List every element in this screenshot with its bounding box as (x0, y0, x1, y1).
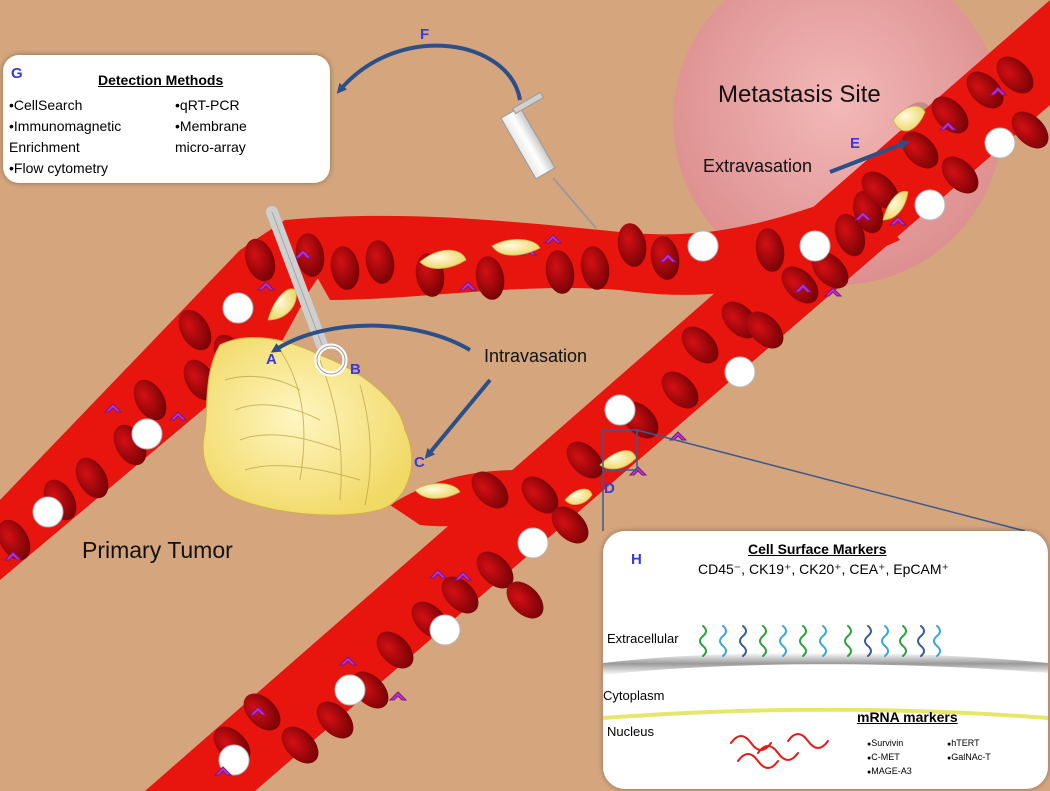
nucleus-label: Nucleus (607, 724, 654, 739)
mrna-item: GalNAc-T (947, 751, 991, 765)
method-item: qRT-PCR (175, 95, 247, 116)
arrow-a (270, 323, 472, 353)
zoom-indicator (602, 429, 1026, 532)
mrna-item: Survivin (867, 737, 912, 751)
mrna-item: MAGE-A3 (867, 765, 912, 779)
mrna-list-1: Survivin C-MET MAGE-A3 (867, 737, 912, 779)
syringe (500, 91, 597, 229)
cell-surface-markers-list: CD45⁻, CK19⁺, CK20⁺, CEA⁺, EpCAM⁺ (698, 561, 949, 577)
mrna-list-2: hTERT GalNAc-T (947, 737, 991, 765)
arrow-f (336, 43, 522, 101)
detection-methods-list-2: qRT-PCR Membrane (175, 95, 247, 137)
white-blood-cells (32, 127, 1016, 776)
letter-c: C (414, 454, 425, 471)
method-item: Flow cytometry (9, 158, 108, 179)
mrna-item: C-MET (867, 751, 912, 765)
purple-markers (3, 86, 1008, 776)
cytoplasm-label: Cytoplasm (603, 688, 665, 703)
detection-methods-list-1: CellSearch Immunomagnetic (9, 95, 121, 137)
extracellular-label: Extracellular (607, 631, 679, 646)
arrow-e (829, 140, 910, 174)
letter-d: D (604, 480, 615, 497)
sampling-probe (266, 206, 348, 377)
letter-b: B (350, 361, 361, 378)
letter-e: E (850, 135, 861, 152)
letter-f: F (420, 26, 430, 43)
detection-methods-title: Detection Methods (98, 72, 224, 88)
arrow-c (424, 378, 492, 459)
method-item: Membrane (175, 116, 247, 137)
primary-tumor-mass (202, 336, 413, 516)
method-item: CellSearch (9, 95, 121, 116)
method-item-cont: micro-array (175, 139, 246, 155)
circulating-tumor-cells (267, 105, 926, 505)
primary-tumor-label: Primary Tumor (82, 537, 233, 563)
mrna-markers-title: mRNA markers (857, 709, 958, 725)
method-item: Immunomagnetic (9, 116, 121, 137)
mrna-item: hTERT (947, 737, 991, 751)
detection-methods-panel: G Detection Methods CellSearch Immunomag… (3, 55, 330, 183)
letter-h: H (631, 551, 642, 568)
metastasis-site-label: Metastasis Site (718, 81, 881, 108)
markers-panel: H Cell Surface Markers CD45⁻, CK19⁺, CK2… (603, 531, 1048, 789)
arrows (270, 43, 910, 459)
intravasation-label: Intravasation (484, 346, 588, 366)
extravasation-label: Extravasation (703, 156, 813, 176)
letter-a: A (266, 351, 277, 368)
letter-g: G (11, 65, 23, 82)
detection-methods-list-1b: Flow cytometry (9, 158, 108, 179)
method-item-cont: Enrichment (9, 139, 80, 155)
membrane-illustration (603, 625, 1048, 769)
cell-surface-markers-title: Cell Surface Markers (748, 541, 887, 557)
